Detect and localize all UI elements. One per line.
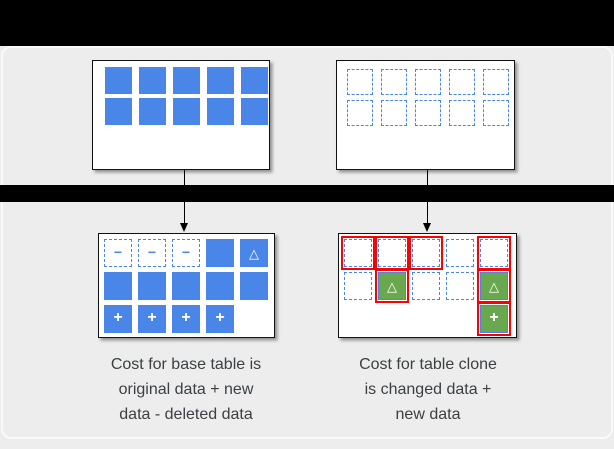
cell-solid-plus: + (172, 305, 200, 333)
clone-table-cost-caption: Cost for table clone is changed data + n… (318, 352, 538, 427)
cell-solid (173, 98, 200, 125)
cell-dashed (446, 239, 474, 267)
caption-line: new data (395, 406, 461, 423)
cell-solid (241, 98, 268, 125)
arrow-shaft (183, 169, 186, 224)
plus-symbol-icon: + (113, 309, 123, 326)
cell-solid (105, 67, 132, 94)
arrow-head-icon (180, 223, 188, 232)
cell-dashed-red (480, 239, 508, 267)
clone-table-down-arrow (423, 169, 432, 232)
plus-symbol-icon: + (181, 309, 191, 326)
cell-green-plus-red: + (480, 305, 508, 333)
cell-dashed-red (378, 239, 406, 267)
cell-solid (139, 98, 166, 125)
cell-solid (104, 272, 132, 300)
cell-dashed (415, 100, 441, 126)
minus-symbol-icon: − (113, 244, 123, 260)
delta-symbol-icon: △ (387, 278, 397, 294)
cell-solid (206, 239, 234, 267)
cell-solid (207, 98, 234, 125)
cell-solid (105, 98, 132, 125)
cell-solid-plus: + (104, 305, 132, 333)
plus-symbol-icon: + (147, 309, 157, 326)
base-table-down-arrow (180, 169, 189, 232)
base-table-cost-caption: Cost for base table is original data + n… (76, 352, 296, 427)
clone-table-original-grid (337, 61, 514, 126)
cell-dashed (344, 272, 372, 300)
cell-solid (206, 272, 234, 300)
base-table-changed-box: − − − △ + + + + (98, 233, 275, 338)
cell-dashed (483, 69, 509, 95)
cell-dashed (449, 69, 475, 95)
cell-dashed (381, 69, 407, 95)
caption-line: Cost for base table is (110, 356, 262, 373)
minus-symbol-icon: − (147, 244, 157, 260)
base-table-original-box (92, 60, 270, 170)
cell-dashed (483, 100, 509, 126)
cell-solid (172, 272, 200, 300)
clone-table-original-box (336, 60, 515, 170)
base-table-original-grid (93, 61, 269, 125)
cell-solid-plus: + (138, 305, 166, 333)
delta-symbol-icon: △ (249, 245, 259, 261)
cell-dashed-minus: − (138, 239, 166, 267)
cell-dashed-red (412, 239, 440, 267)
arrow-head-icon (423, 223, 431, 232)
caption-line: Cost for table clone (359, 356, 497, 373)
cell-solid-plus: + (206, 305, 234, 333)
cell-dashed (449, 100, 475, 126)
cell-solid (139, 67, 166, 94)
cell-dashed (381, 100, 407, 126)
caption-line: is changed data + (364, 381, 492, 398)
card-frame (1, 46, 613, 439)
cell-dashed-red (344, 239, 372, 267)
cell-green-delta-red: △ (378, 272, 406, 300)
clone-table-changed-grid: △ △ + (339, 234, 516, 333)
cell-green-delta-red: △ (480, 272, 508, 300)
cell-dashed (412, 272, 440, 300)
plus-symbol-icon: + (489, 309, 499, 326)
cell-dashed (446, 272, 474, 300)
cell-solid (241, 67, 268, 94)
cell-dashed-minus: − (104, 239, 132, 267)
middle-black-band (0, 185, 614, 202)
top-black-band (0, 0, 614, 46)
cell-dashed-minus: − (172, 239, 200, 267)
clone-table-changed-box: △ △ + (338, 233, 517, 338)
caption-line: original data + new (118, 381, 254, 398)
cell-solid (240, 272, 268, 300)
plus-symbol-icon: + (215, 309, 225, 326)
cell-dashed (347, 69, 373, 95)
minus-symbol-icon: − (181, 244, 191, 260)
cell-solid (173, 67, 200, 94)
cell-solid (207, 67, 234, 94)
cell-dashed (347, 100, 373, 126)
cell-solid (138, 272, 166, 300)
delta-symbol-icon: △ (489, 278, 499, 294)
arrow-shaft (426, 169, 429, 224)
cell-solid-delta: △ (240, 239, 268, 267)
caption-line: data - deleted data (119, 406, 253, 423)
base-table-changed-grid: − − − △ + + + + (99, 234, 274, 333)
cell-dashed (415, 69, 441, 95)
